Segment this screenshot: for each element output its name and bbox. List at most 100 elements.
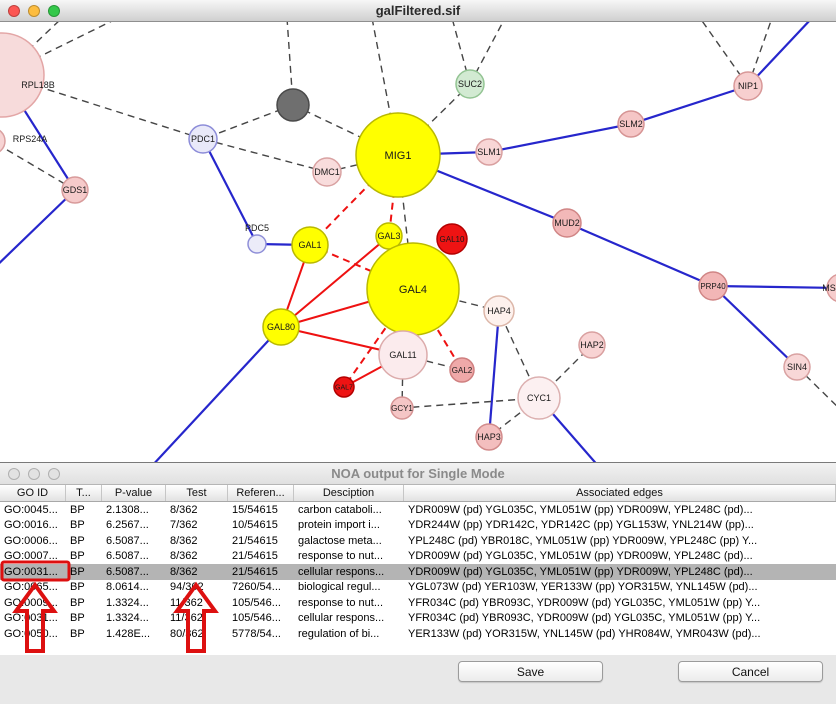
node-label: SLM2 [619,119,643,129]
table-cell: 105/546... [232,612,281,625]
node-label: DMC1 [314,167,340,177]
node-label: MUD2 [554,218,580,228]
node-PDC1[interactable]: PDC1 [188,124,218,154]
minimize-button-inactive[interactable] [28,468,40,480]
edge[interactable] [280,235,390,328]
table-cell: YGL073W (pd) YER103W, YER133W (pp) YOR31… [408,581,758,594]
column-header-test[interactable]: Test [166,485,228,501]
table-cell: 1.3324... [106,596,149,609]
edge[interactable] [0,189,76,274]
table-cell: 105/546... [232,596,281,609]
node-GAL1[interactable]: GAL1 [291,226,329,264]
table-cell: YFR034C (pd) YBR093C, YDR009W (pd) YGL03… [408,612,761,625]
noa-window-titlebar[interactable]: NOA output for Single Mode [0,463,836,485]
table-cell: YPL248C (pd) YBR018C, YML051W (pp) YDR00… [408,534,758,547]
zoom-button-inactive[interactable] [48,468,60,480]
node-GDS1[interactable]: GDS1 [61,176,89,204]
node-CYC1[interactable]: CYC1 [517,376,561,420]
cancel-button[interactable]: Cancel [678,661,823,682]
edge[interactable] [712,285,798,368]
column-header-p-value[interactable]: P-value [102,485,166,501]
node-GAL2[interactable]: GAL2 [449,357,475,383]
node-RPS24A_node[interactable] [0,128,6,154]
column-header-t[interactable]: T... [66,485,102,501]
node-SUC2[interactable]: SUC2 [455,69,485,99]
edge[interactable] [630,84,749,126]
edge[interactable] [309,154,399,246]
save-button[interactable]: Save [458,661,603,682]
table-cell: response to nut... [298,596,383,609]
button-bar: Save Cancel [0,661,836,691]
node-HAP2[interactable]: HAP2 [578,331,606,359]
close-button[interactable] [8,5,20,17]
edge[interactable] [712,284,836,290]
edge[interactable] [747,22,812,87]
node-PDC5[interactable]: PDC5 [245,223,269,254]
edge[interactable] [487,310,501,438]
node-label: PRP40 [700,282,726,291]
node-GAL4[interactable]: GAL4 [366,242,460,336]
close-button-inactive[interactable] [8,468,20,480]
node-label: SIN4 [787,362,807,372]
edge[interactable] [401,397,540,409]
node-HAP3[interactable]: HAP3 [475,423,503,451]
network-window-titlebar[interactable]: galFiltered.sif [0,0,836,22]
table-cell: BP [70,596,85,609]
table-cell: YDR244W (pp) YDR142C, YDR142C (pp) YGL15… [408,519,754,532]
edge[interactable] [488,122,632,154]
table-cell: cellular respons... [298,612,385,625]
table-cell: GO:0050... [4,627,58,640]
column-header-desciption[interactable]: Desciption [294,485,404,501]
edge[interactable] [150,326,282,462]
minimize-button[interactable] [28,5,40,17]
node-DARK[interactable] [276,88,310,122]
column-header-associated-edges[interactable]: Associated edges [404,485,836,501]
column-header-referen[interactable]: Referen... [228,485,294,501]
node-label: GAL7 [335,384,353,391]
node-PRP40[interactable]: PRP40 [698,271,728,301]
node-SLM1[interactable]: SLM1 [475,138,503,166]
node-label: MIG1 [385,150,412,162]
node-GCY1[interactable]: GCY1 [390,396,414,420]
zoom-button[interactable] [48,5,60,17]
edge[interactable] [202,138,258,245]
node-MUD2[interactable]: MUD2 [552,208,582,238]
table-cell: 21/54615 [232,534,278,547]
node-DMC1[interactable]: DMC1 [312,157,342,187]
table-cell: 6.5087... [106,565,149,578]
node-MS[interactable]: MS [822,274,836,302]
node-GAL80[interactable]: GAL80 [262,308,300,346]
node-label-floating: RPS24A [13,134,48,144]
column-header-go-id[interactable]: GO ID [0,485,66,501]
table-cell: 80/362 [170,627,204,640]
node-NIP1[interactable]: NIP1 [733,71,763,101]
node-SLM2[interactable]: SLM2 [617,110,645,138]
node-HAP4[interactable]: HAP4 [483,295,515,327]
node-GAL10[interactable]: GAL10 [436,223,468,255]
edge[interactable] [1,22,118,76]
edge[interactable] [566,221,714,288]
node-GAL7[interactable]: GAL7 [333,376,355,398]
node-label: GAL3 [377,231,400,241]
node-SIN4[interactable]: SIN4 [783,353,811,381]
node-RPL18B_node[interactable] [0,32,45,118]
edge[interactable] [401,354,404,409]
table-cell: GO:0007... [4,550,58,563]
edge[interactable] [0,141,76,191]
node-MIG1[interactable]: MIG1 [355,112,441,198]
node-GAL11[interactable]: GAL11 [378,330,428,380]
edge[interactable] [343,288,414,388]
edge[interactable] [202,138,328,173]
